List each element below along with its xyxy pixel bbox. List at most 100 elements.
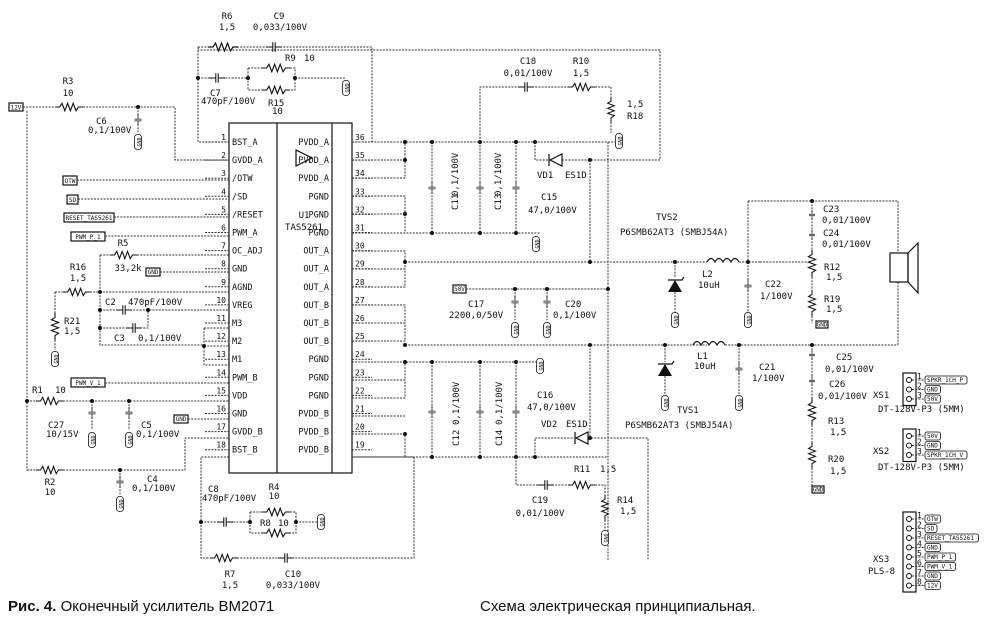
r10-value: 1,5 [573, 69, 589, 79]
ic-pin-name: PGND [309, 229, 329, 239]
ic-pin-name: PGND [309, 355, 329, 365]
ic-pin-name: PGND [309, 192, 329, 202]
connector-pin-number: 6 [917, 559, 922, 568]
r11-ref: R11 [574, 465, 590, 475]
c3-ref: C3 [114, 334, 125, 344]
ic-pin-number: 7 [221, 242, 226, 251]
connector-net-label [924, 543, 941, 552]
figure-caption: Рис. 4. Оконечный усилитель BM2071 [8, 598, 274, 615]
c16-value: 47,0/100V [527, 403, 576, 413]
vd2-value: ES1D [566, 420, 588, 430]
control-inputs: OTW SD RESET_TAS5261 PWM_P_1 R5 33,2k GN… [25, 175, 229, 512]
ic-pin-number: 17 [216, 423, 226, 432]
r8-ref: R8 [260, 519, 271, 529]
connector-pin-number: 2 [917, 382, 922, 391]
ic-pin-name: OUT_B [303, 319, 329, 329]
connector-net-label [924, 533, 979, 543]
r11-value: 1,5 [600, 465, 616, 475]
connector-pin-number: 3 [917, 530, 922, 539]
output-filter-b: L1 10uH C21 1/100V TVS1 P6SMB62AT3 (SMBJ… [625, 340, 785, 431]
power-b: C12 0,1/100V C14 0,1/100V C16 47,0/100V … [352, 345, 649, 560]
svg-text:OTW: OTW [65, 178, 76, 185]
c21-value: 1/100V [752, 374, 785, 384]
ic-pin-name: PVDD_B [298, 446, 329, 456]
schematic: GND U1 TAS5261 1BST_A2GVDD_A3/OTW4/SD5/R… [8, 12, 979, 593]
connector-net-label [924, 524, 938, 533]
c7-value: 470pF/100V [201, 97, 256, 107]
connector-part: PLS-8 [868, 567, 895, 577]
l2-value: 10uH [698, 281, 720, 291]
connector-pin-number: 1 [917, 428, 922, 437]
ic-pin-number: 14 [216, 368, 226, 377]
ic-pin-name: AGND [232, 283, 252, 293]
figure-subtitle: Схема электрическая принципиальная. [480, 598, 756, 615]
r1-ref: R1 [32, 386, 43, 396]
connector-pin-number: 7 [917, 568, 922, 577]
power-a: C11 0,1/100V C13 0,1/100V C15 47,0/100V … [198, 49, 875, 560]
ic-pin-number: 20 [355, 423, 365, 432]
svg-text:GND: GND [927, 443, 938, 450]
tvs2-icon [668, 280, 682, 292]
ic-pin-name: M3 [232, 319, 242, 329]
ic-pin-number: 34 [355, 169, 365, 178]
c16-ref: C16 [537, 391, 553, 401]
ic-pin-number: 19 [355, 441, 365, 450]
ic-pin-name: M2 [232, 337, 242, 347]
svg-text:GND: GND [927, 573, 938, 580]
ic-pin-name: PGND [309, 210, 329, 220]
ic-pin-name: PWM_B [232, 373, 258, 383]
ic-pin-name: PWM_A [232, 229, 258, 239]
r20-value: 1,5 [830, 467, 846, 477]
r15-ref: R15 [268, 99, 284, 109]
r1-value: 10 [55, 386, 66, 396]
ic-pin-number: 3 [221, 169, 226, 178]
ic-pin-number: 22 [355, 386, 365, 395]
svg-text:RESET_TAS5261: RESET_TAS5261 [66, 215, 113, 222]
ic-pin-number: 25 [355, 332, 365, 341]
connector-net-label [924, 571, 941, 581]
connector-pin-number: 3 [917, 391, 922, 400]
c12-ref: C12 [452, 430, 462, 446]
connector-pin-number: 1 [917, 372, 922, 381]
l1-value: 10uH [694, 362, 716, 372]
r14-ref: R14 [617, 496, 633, 506]
ic-pin-number: 4 [221, 187, 226, 196]
svg-text:50V: 50V [454, 286, 465, 293]
r13-value: 1,5 [830, 428, 846, 438]
c25-value: 0,01/100V [825, 365, 874, 375]
svg-text:GND: GND [148, 269, 159, 276]
r3-ref: R3 [63, 77, 74, 87]
ic-pin-name: GND [232, 410, 247, 420]
ic-pin-number: 1 [221, 133, 226, 142]
c2-ref: C2 [105, 298, 116, 308]
svg-text:OTW: OTW [927, 516, 938, 523]
ic-pin-name: PGND [309, 373, 329, 383]
ic-pin-number: 33 [355, 187, 365, 196]
c27-value: 10/15V [46, 430, 79, 440]
c19-value: 0,01/100V [516, 509, 565, 519]
ic-pin-number: 18 [216, 441, 226, 450]
l2-ref: L2 [702, 270, 713, 280]
r9-value: 10 [304, 54, 315, 64]
ic-pin-name: OUT_B [303, 337, 329, 347]
ic-pin-number: 28 [355, 278, 365, 287]
svg-text:SPKR_1CH_V: SPKR_1CH_V [927, 452, 964, 459]
r3-value: 10 [63, 89, 74, 99]
r10-ref: R10 [573, 57, 589, 67]
ic-pin-name: OUT_A [303, 283, 329, 293]
svg-text:GND: GND [927, 545, 938, 552]
c24-value: 0,01/100V [822, 240, 871, 250]
svg-text:GND: GND [813, 487, 824, 494]
svg-text:GND: GND [927, 387, 938, 394]
ic-pin-name: VDD [232, 391, 247, 401]
ic-pin-number: 21 [355, 405, 365, 414]
c3-value: 0,1/100V [138, 334, 182, 344]
ic-pin-number: 6 [221, 224, 226, 233]
svg-text:GND: GND [817, 322, 828, 329]
ic-pin-name: /OTW [232, 174, 253, 184]
diode-vd1-icon [548, 153, 563, 167]
connector-net-label [924, 562, 957, 571]
